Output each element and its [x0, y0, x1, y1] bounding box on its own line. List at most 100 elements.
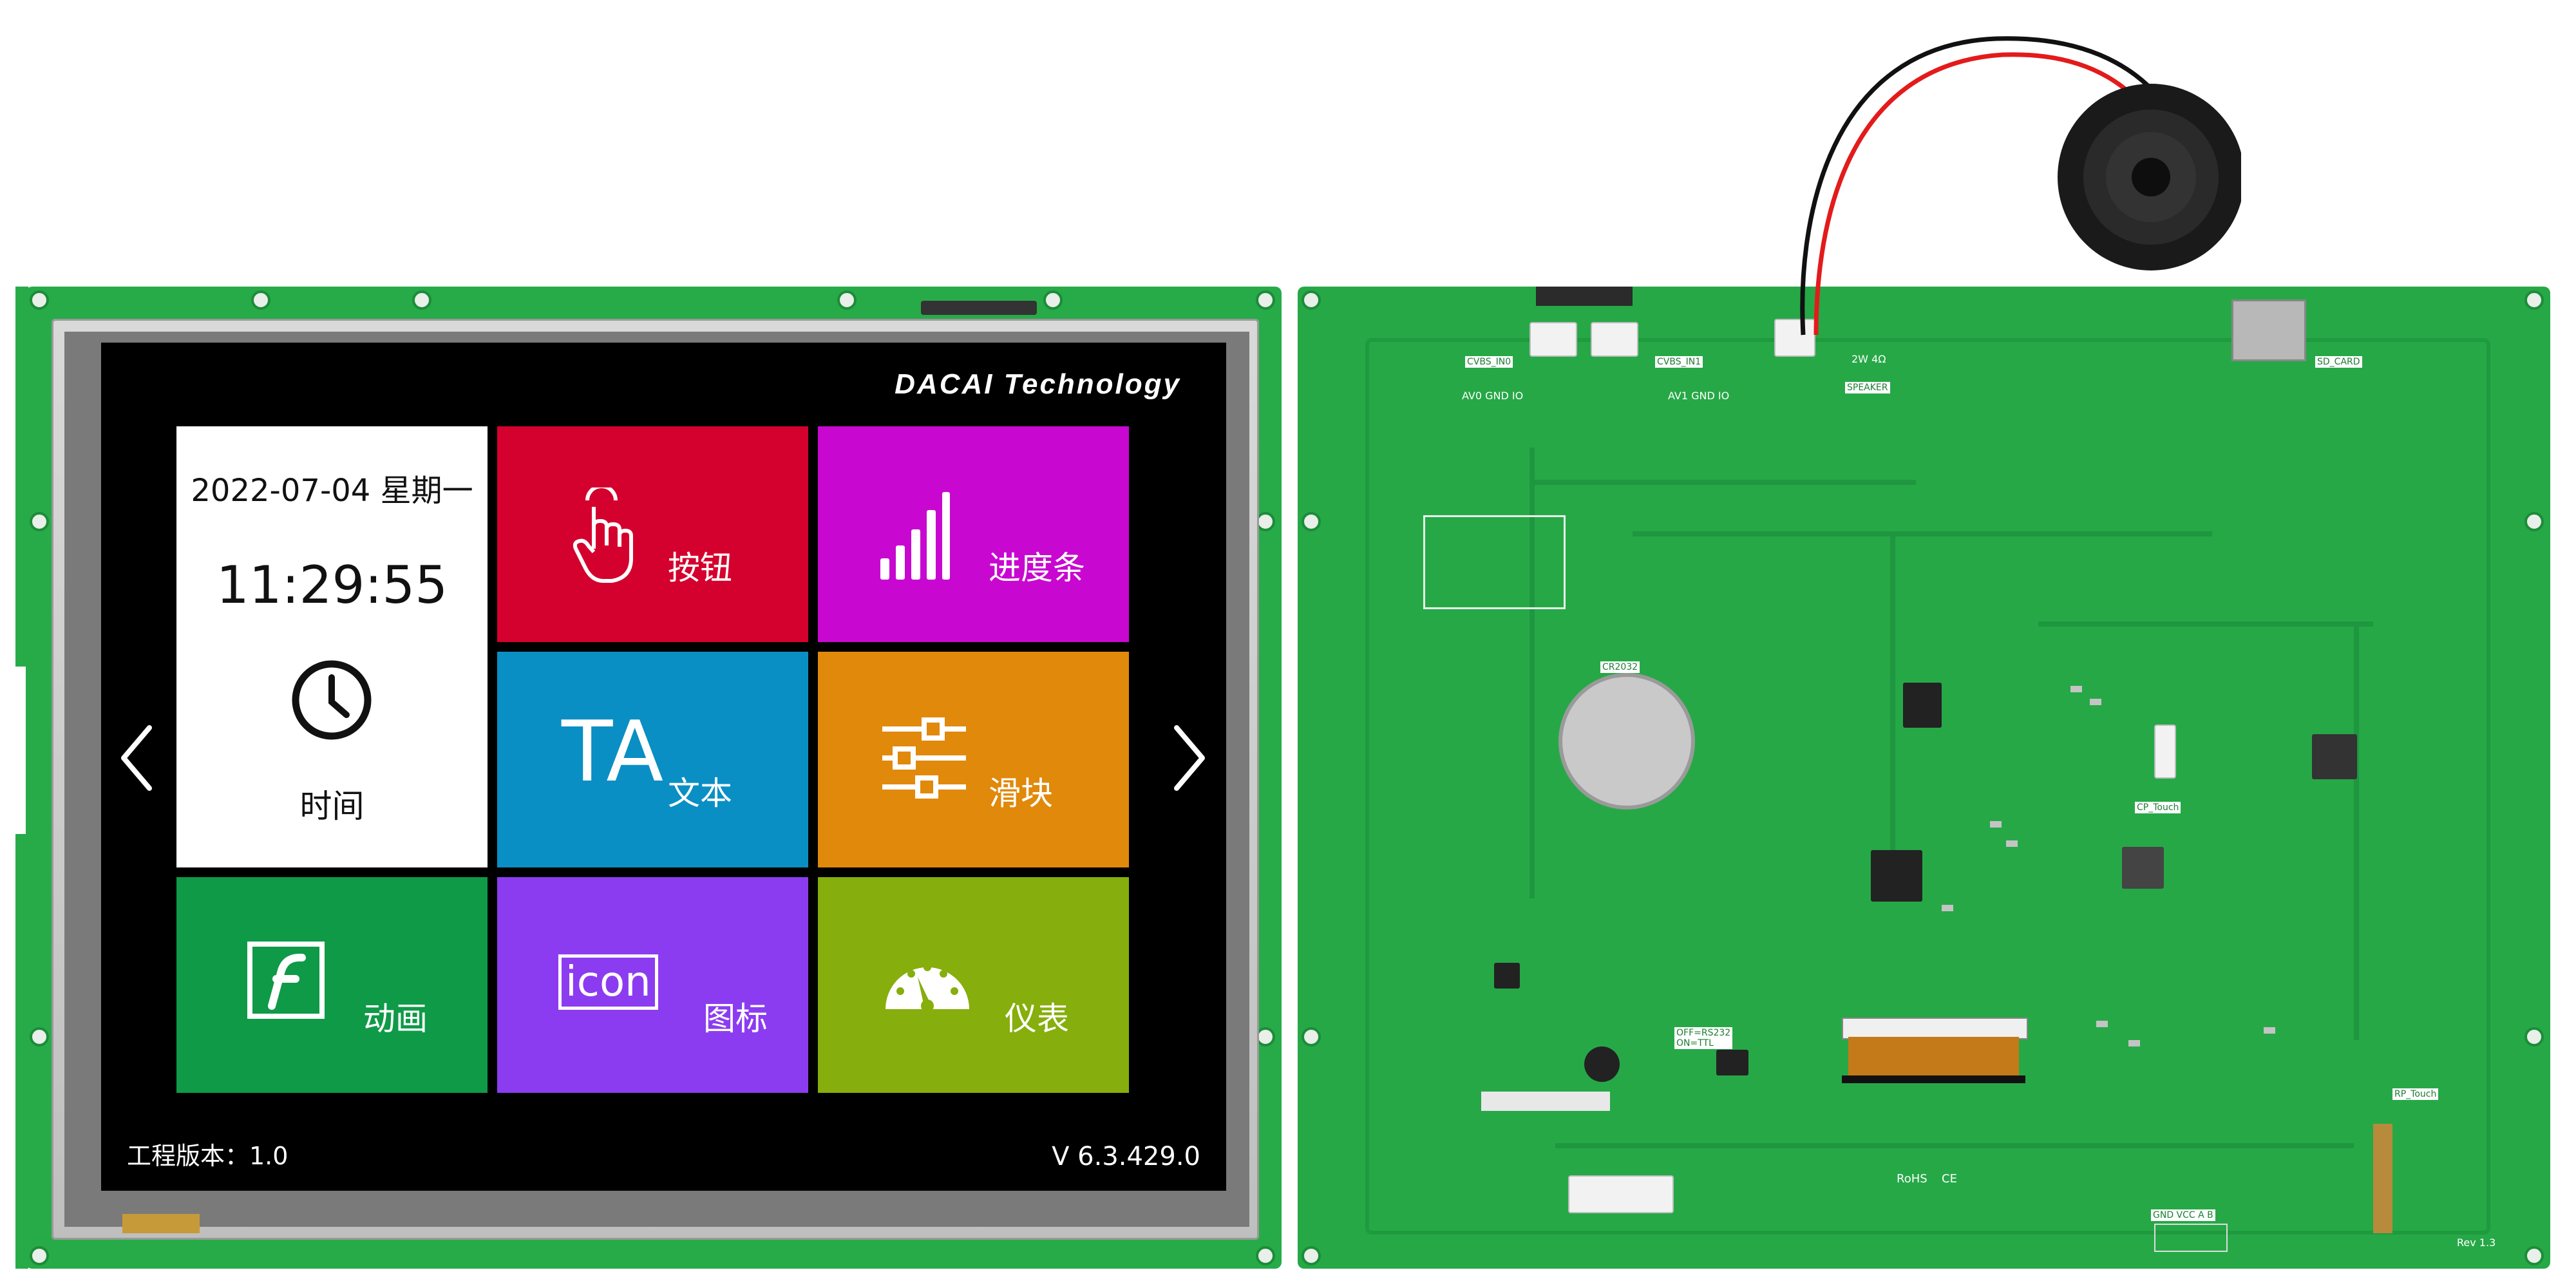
- sd-card-slot: [2231, 299, 2306, 361]
- sliders-icon: [882, 717, 966, 799]
- trace: [1530, 480, 1916, 485]
- firmware-version: V 6.3.429.0: [1052, 1142, 1200, 1171]
- fpc-cable: [1848, 1037, 2019, 1075]
- tile-animation[interactable]: 动画: [176, 877, 488, 1093]
- touch-controller-chip: [2122, 847, 2164, 889]
- mount-hole: [2524, 290, 2544, 310]
- gauge-icon: [886, 963, 969, 1012]
- chip: [1494, 963, 1520, 989]
- revision-label: Rev 1.3: [2457, 1236, 2496, 1249]
- flex-cable: [122, 1214, 200, 1233]
- trace: [2038, 621, 2373, 627]
- av1-label: AV1 GND IO: [1668, 390, 1730, 402]
- brand-label: DACAI Technology: [895, 368, 1181, 400]
- tile-button-label: 按钮: [668, 549, 732, 587]
- coin-cell-holder: [1558, 673, 1695, 810]
- mount-hole: [1302, 290, 1321, 310]
- rp-touch-cable: [2373, 1124, 2392, 1233]
- smd-component: [1942, 905, 1953, 911]
- mount-hole: [837, 290, 857, 310]
- mount-hole: [251, 290, 270, 310]
- smd-component: [1990, 821, 2002, 828]
- tile-progress[interactable]: 进度条: [818, 426, 1129, 642]
- rp-touch-label: RP_Touch: [2392, 1088, 2439, 1100]
- uart-mode-label: OFF=RS232 ON=TTL: [1674, 1027, 1733, 1049]
- trace: [2354, 621, 2359, 1040]
- mount-hole: [1302, 1246, 1321, 1265]
- qc-sticker-area: [1423, 515, 1566, 609]
- smd-component: [2090, 699, 2101, 705]
- header-pins: [921, 301, 1037, 315]
- time-tile[interactable]: 2022-07-04 星期一 11:29:55 时间: [176, 426, 488, 867]
- mount-hole: [1256, 290, 1275, 310]
- fpc-connector: [1842, 1018, 2028, 1039]
- speaker-connector: [1774, 319, 1815, 357]
- next-arrow-icon[interactable]: [1170, 723, 1209, 793]
- av0-label: AV0 GND IO: [1462, 390, 1524, 402]
- header-pins: [1536, 287, 1633, 306]
- tile-icon-label: 图标: [703, 1000, 768, 1037]
- ce-label: CE: [1942, 1172, 1957, 1186]
- mount-hole: [30, 512, 49, 531]
- mount-hole: [30, 1027, 49, 1046]
- smd-component: [2070, 686, 2082, 692]
- mount-hole: [2524, 1246, 2544, 1265]
- tile-gauge[interactable]: 仪表: [818, 877, 1129, 1093]
- rohs-label: RoHS: [1897, 1172, 1927, 1186]
- tile-gauge-label: 仪表: [1005, 1000, 1069, 1037]
- mount-hole: [412, 290, 431, 310]
- clock-text: 11:29:55: [216, 555, 448, 615]
- label-strip: [1481, 1092, 1610, 1111]
- tile-animation-label: 动画: [363, 1000, 428, 1037]
- trace: [1555, 1143, 2354, 1148]
- prev-arrow-icon[interactable]: [117, 723, 156, 793]
- power-pads: [2154, 1224, 2228, 1252]
- signal-bars-icon: [880, 492, 950, 580]
- touch-hand-icon: [573, 488, 633, 583]
- chip: [2312, 734, 2357, 779]
- clock-icon: [292, 660, 372, 740]
- mount-hole: [1256, 1246, 1275, 1265]
- trace: [1890, 531, 1895, 853]
- tile-button[interactable]: 按钮: [497, 426, 808, 642]
- power-pins-label: GND VCC A B: [2151, 1209, 2215, 1221]
- chip: [1716, 1050, 1748, 1075]
- tile-icon[interactable]: icon 图标: [497, 877, 808, 1093]
- cvbs-in1-label: CVBS_IN1: [1655, 356, 1703, 368]
- cp-touch-label: CP_Touch: [2135, 802, 2181, 813]
- smd-component: [2264, 1027, 2275, 1034]
- icon-frame-icon: icon: [558, 954, 658, 1010]
- mount-hole: [1302, 1027, 1321, 1046]
- smd-component: [2096, 1021, 2108, 1027]
- mount-hole: [1043, 290, 1063, 310]
- chip: [1903, 683, 1942, 728]
- tile-slider[interactable]: 滑块: [818, 652, 1129, 867]
- text-icon: TA: [562, 703, 664, 800]
- tile-progress-label: 进度条: [989, 549, 1085, 587]
- project-version: 工程版本：1.0: [127, 1142, 289, 1170]
- cvbs-in0-label: CVBS_IN0: [1465, 356, 1513, 368]
- pcb-edge-tab: [15, 287, 28, 667]
- speaker-assembly: [1800, 36, 2241, 336]
- tile-text[interactable]: TA 文本: [497, 652, 808, 867]
- mount-hole: [2524, 512, 2544, 531]
- time-label: 时间: [299, 788, 365, 825]
- cvbs-in1-connector: [1591, 322, 1638, 357]
- battery-label: CR2032: [1600, 661, 1640, 673]
- mount-hole: [1302, 512, 1321, 531]
- mount-hole: [2524, 1027, 2544, 1046]
- mcu-chip: [1871, 850, 1922, 902]
- cvbs-in0-connector: [1530, 322, 1577, 357]
- smd-component: [2006, 840, 2018, 847]
- date-text: 2022-07-04 星期一: [191, 473, 473, 509]
- trace: [1633, 531, 2212, 536]
- board-outline: [1365, 338, 2490, 1235]
- sd-card-label: SD_CARD: [2315, 356, 2362, 368]
- speaker-label: SPEAKER: [1845, 382, 1890, 393]
- flash-icon: [247, 942, 325, 1019]
- power-connector: [1568, 1175, 1674, 1213]
- pcb-edge-tab: [15, 834, 28, 1269]
- lcd-screen: DACAI Technology 2022-07-04 星期一 11:29:55…: [101, 343, 1226, 1191]
- tile-slider-label: 滑块: [989, 775, 1053, 812]
- tile-text-label: 文本: [668, 775, 732, 812]
